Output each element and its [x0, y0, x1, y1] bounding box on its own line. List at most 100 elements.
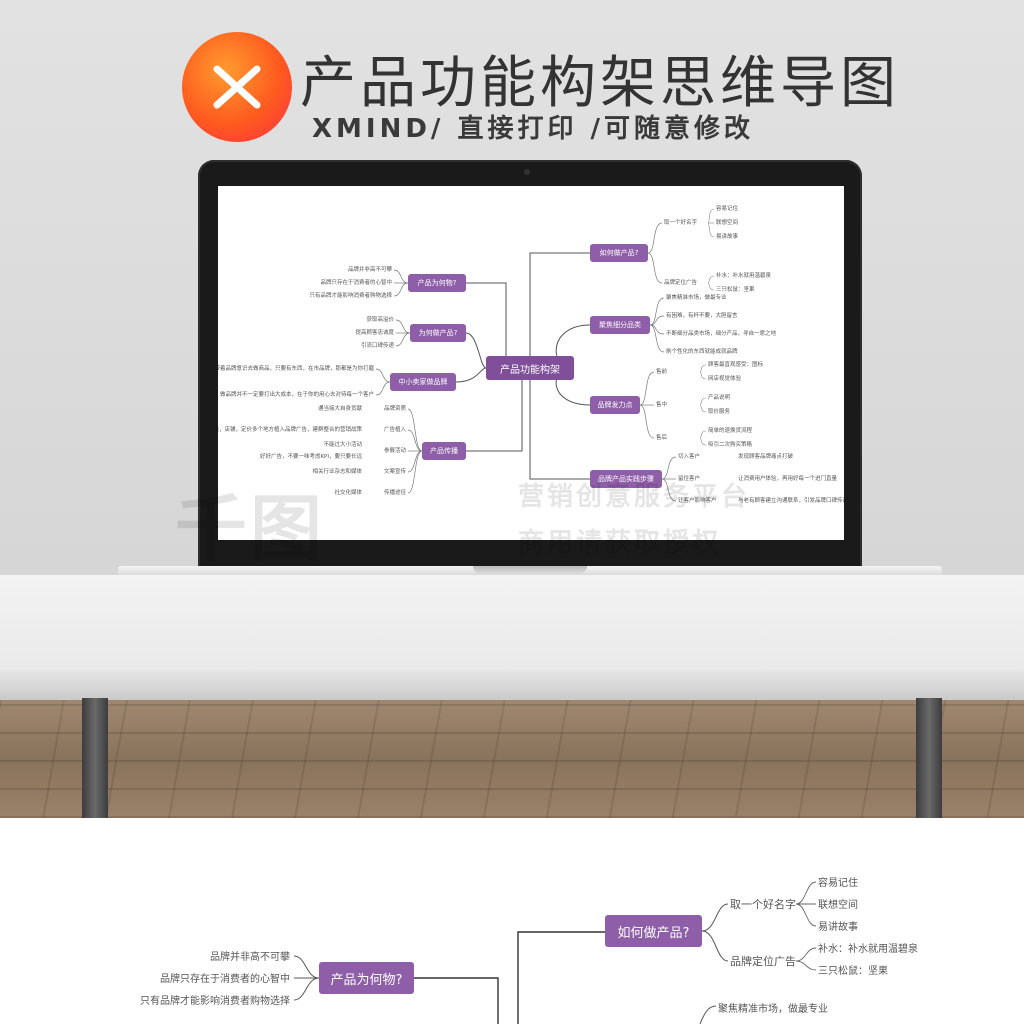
- leaf-topic: 切入客户: [678, 454, 701, 460]
- leaf-topic: 取一个好名字: [664, 220, 698, 226]
- connector-line: [517, 931, 605, 1024]
- leaf-topic: 补水：补水就用温碧泉: [818, 944, 918, 955]
- leaf-note: 让消费用户体验，再用好每一个进门直量: [738, 476, 838, 482]
- leaf-topic: 品牌只存在于消费者的心智中: [160, 974, 290, 985]
- leaf-topic: 有困难，有杯不要，大胆留言: [666, 313, 738, 319]
- connector-line: [701, 903, 729, 932]
- leaf-topic: 品牌并非高不可攀: [347, 267, 392, 273]
- connector-line: [407, 450, 423, 473]
- laptop-notch: [473, 566, 587, 574]
- leaf-topic: 聚焦精准市场，做最专业: [666, 295, 727, 301]
- connector-line: [795, 903, 817, 927]
- leaf-topic: 联想空间: [818, 900, 858, 911]
- connector-line: [699, 437, 707, 446]
- leaf-topic: 品牌定位广告: [664, 280, 698, 286]
- branch-topic-left[interactable]: 产品为何物?: [408, 274, 466, 292]
- connector-line: [455, 367, 487, 383]
- connector-line: [395, 319, 411, 334]
- branch-topic-right[interactable]: 品牌产品实践步骤: [590, 470, 662, 488]
- leaf-topic: 刷个性化的东西就能成就品牌: [666, 349, 738, 355]
- connector-line: [699, 404, 707, 413]
- leaf-topic: 吸引二次购买策略: [708, 442, 753, 448]
- branch-topic-left[interactable]: 产品传播: [422, 442, 466, 460]
- connector-lines: [293, 881, 817, 1024]
- leaf-topic: 联想空间: [716, 220, 739, 226]
- x-icon: [213, 65, 261, 109]
- leaf-note: 与老有顾客建立沟通联系，引发品牌口碑传递: [738, 498, 844, 504]
- connector-line: [647, 222, 663, 254]
- leaf-topic: 只有品牌才能影响消费者购物选择: [309, 293, 392, 299]
- leaf-topic: 品牌并非高不可攀: [210, 952, 290, 963]
- leaf-topic: 传播途径: [383, 490, 406, 496]
- leaf-topic: 容易记住: [716, 206, 739, 212]
- leaf-topic: 品牌资质: [383, 406, 406, 412]
- connector-line: [707, 208, 715, 224]
- leaf-topic: 参展活动: [383, 448, 406, 454]
- leaf-topic: 售中: [656, 402, 668, 408]
- watermark-line1: 营销创意服务平台: [518, 482, 751, 512]
- desk-front: [0, 670, 1024, 700]
- branch-topic-right[interactable]: 如何做产品?: [605, 915, 702, 947]
- connector-line: [649, 324, 665, 335]
- leaf-topic: 社交化媒体: [334, 490, 362, 496]
- connector-line: [649, 324, 665, 353]
- leaf-topic: 产品说明: [708, 395, 731, 401]
- leaf-topic: 聚焦精准市场，做最专业: [718, 1004, 828, 1015]
- connector-line: [466, 282, 507, 356]
- branch-topic-left[interactable]: 产品为何物?: [319, 962, 414, 994]
- mindmap-zoom-panel: 如何做产品?取一个好名字容易记住联想空间易讲故事品牌定位广告补水：补水就用温碧泉…: [0, 818, 1024, 1024]
- connector-line: [699, 397, 707, 406]
- leaf-topic: 简单的退换货流程: [708, 428, 753, 434]
- connector-line: [795, 881, 817, 905]
- laptop-screen: 产品功能构架 如何做产品? 取一个好名字 容易记住联想空间易讲故事品牌定位广告 补水：补…: [218, 186, 844, 540]
- desk-leg-left: [82, 698, 108, 818]
- connector-line: [699, 1005, 717, 1024]
- connector-line: [647, 252, 663, 284]
- connector-line: [661, 478, 677, 502]
- leaf-topic: 相关行业杂志和媒体: [312, 469, 362, 475]
- desk-leg-right: [916, 698, 942, 818]
- leaf-topic: 留住客户: [678, 476, 701, 482]
- leaf-topic: 品牌定位广告: [730, 955, 796, 968]
- connector-line: [699, 371, 707, 380]
- branch-topic-left[interactable]: 为何做产品?: [410, 324, 466, 342]
- watermark-logo: 千图: [175, 487, 326, 571]
- leaf-note: 发现顾客品牌痛点打破: [738, 454, 794, 460]
- leaf-topic: 补水：补水就用温碧泉: [716, 273, 772, 279]
- connector-line: [639, 371, 655, 406]
- connector-line: [414, 977, 499, 1024]
- connector-line: [293, 955, 320, 979]
- connector-line: [795, 960, 817, 971]
- leaf-topic: 从包装，店铺，定价多个地方植入品牌广告，建群整合的营销战策: [218, 427, 362, 433]
- page-title: 产品功能构架思维导图: [300, 51, 900, 116]
- connector-line: [466, 380, 523, 452]
- desk-top: [0, 575, 1024, 675]
- connector-line: [529, 252, 590, 356]
- leaf-topic: 取价服务: [708, 409, 731, 415]
- leaf-topic: 提高顾客忠诚度: [355, 330, 394, 336]
- leaf-topic: 带着品牌意识去做商品，只要有东西，在市品牌，那都是为你打磨: [218, 366, 374, 372]
- leaf-topic: 广告植入: [383, 427, 406, 433]
- leaf-topic: 易讲故事: [716, 234, 739, 240]
- connector-line: [407, 408, 423, 452]
- root-topic[interactable]: 产品功能构架: [486, 356, 574, 380]
- leaf-topic: 文案宣传: [383, 469, 406, 475]
- connector-line: [707, 222, 715, 238]
- leaf-topic: 易讲故事: [818, 922, 858, 933]
- watermark-line2: 商用请获取授权: [518, 528, 722, 558]
- connector-line: [375, 368, 391, 383]
- connector-line: [661, 456, 677, 480]
- leaf-topic: 三只松鼠：坚果: [716, 287, 755, 293]
- leaf-topic: 只有品牌才能影响消费者购物选择: [140, 996, 290, 1007]
- branch-topic-right[interactable]: 如何做产品?: [590, 244, 648, 262]
- connector-line: [375, 381, 391, 396]
- connector-line: [699, 430, 707, 439]
- branch-topic-right[interactable]: 聚焦细分品类: [590, 316, 650, 334]
- connector-line: [795, 947, 817, 962]
- branch-topic-left[interactable]: 中小卖家做品牌: [390, 373, 456, 391]
- connector-line: [701, 930, 729, 962]
- leaf-topic: 品牌只存在于消费者的心智中: [320, 280, 392, 286]
- wood-floor: [0, 700, 1024, 818]
- connector-line: [529, 380, 590, 480]
- branch-topic-right[interactable]: 品牌发力点: [590, 396, 640, 414]
